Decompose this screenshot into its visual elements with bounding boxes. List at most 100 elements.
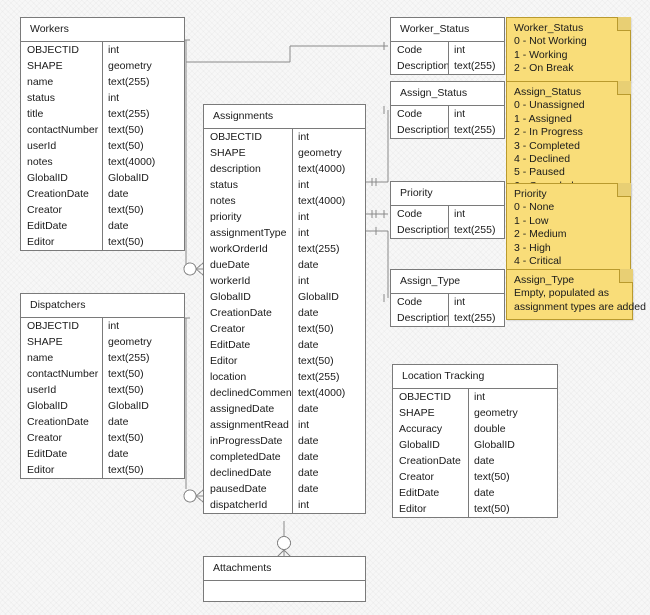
field-row: priority int [204, 209, 365, 225]
field-name: CreationDate [27, 415, 89, 428]
field-name: Code [397, 207, 423, 220]
field-type: text(50) [468, 469, 557, 485]
field-type: date [102, 414, 184, 430]
note-line: 3 - Completed [514, 139, 580, 152]
note-line: 3 - High [514, 241, 551, 254]
table-title: Assign_Type [391, 270, 504, 294]
field-name: dueDate [210, 258, 250, 271]
field-name: SHAPE [27, 59, 63, 72]
field-type: date [292, 305, 365, 321]
field-type: int [292, 417, 365, 433]
field-type: int [468, 389, 557, 405]
field-name: CreationDate [399, 454, 461, 467]
field-name: status [27, 91, 56, 104]
field-type: int [292, 177, 365, 193]
field-name: contactNumber [27, 367, 99, 380]
table-title: Assignments [204, 105, 365, 129]
field-type: text(4000) [102, 154, 184, 170]
field-type: text(255) [102, 74, 184, 90]
field-type: int [292, 129, 365, 145]
table-title: Attachments [204, 557, 365, 581]
field-type: int [448, 206, 504, 222]
field-name: Description [397, 223, 448, 236]
field-type: date [292, 401, 365, 417]
field-type: text(4000) [292, 385, 365, 401]
field-name: Code [397, 295, 423, 308]
field-type: text(50) [102, 366, 184, 382]
field-name: GlobalID [27, 171, 68, 184]
field-name: Code [397, 43, 423, 56]
field-name: GlobalID [27, 399, 68, 412]
field-type: GlobalID [102, 398, 184, 414]
field-name: priority [210, 210, 242, 223]
note-line: 1 - Assigned [514, 112, 572, 125]
field-name: Creator [27, 431, 63, 444]
field-name: EditDate [210, 338, 251, 351]
field-type: text(255) [448, 58, 504, 74]
entity-table-attachments[interactable]: Attachments [203, 556, 366, 602]
field-type: geometry [102, 58, 184, 74]
field-name: SHAPE [27, 335, 63, 348]
field-type: int [102, 42, 184, 58]
field-type: text(255) [448, 222, 504, 238]
field-name: name [27, 351, 54, 364]
field-type: date [102, 218, 184, 234]
note-line: assignment types are added [514, 300, 646, 313]
table-title: Location Tracking [393, 365, 557, 389]
field-name: pausedDate [210, 482, 267, 495]
field-name: Editor [27, 463, 55, 476]
field-type: text(50) [102, 202, 184, 218]
field-type: int [292, 209, 365, 225]
note-title: Worker_Status [514, 22, 584, 34]
field-type: geometry [102, 334, 184, 350]
field-type: double [468, 421, 557, 437]
field-type: text(50) [292, 353, 365, 369]
note-line: 4 - Critical [514, 255, 562, 268]
field-name: GlobalID [399, 438, 440, 451]
field-name: Description [397, 59, 448, 72]
field-name: CreationDate [27, 187, 89, 200]
note-line: 4 - Declined [514, 153, 571, 166]
field-type: text(50) [468, 501, 557, 517]
note-line: 2 - On Break [514, 62, 574, 75]
